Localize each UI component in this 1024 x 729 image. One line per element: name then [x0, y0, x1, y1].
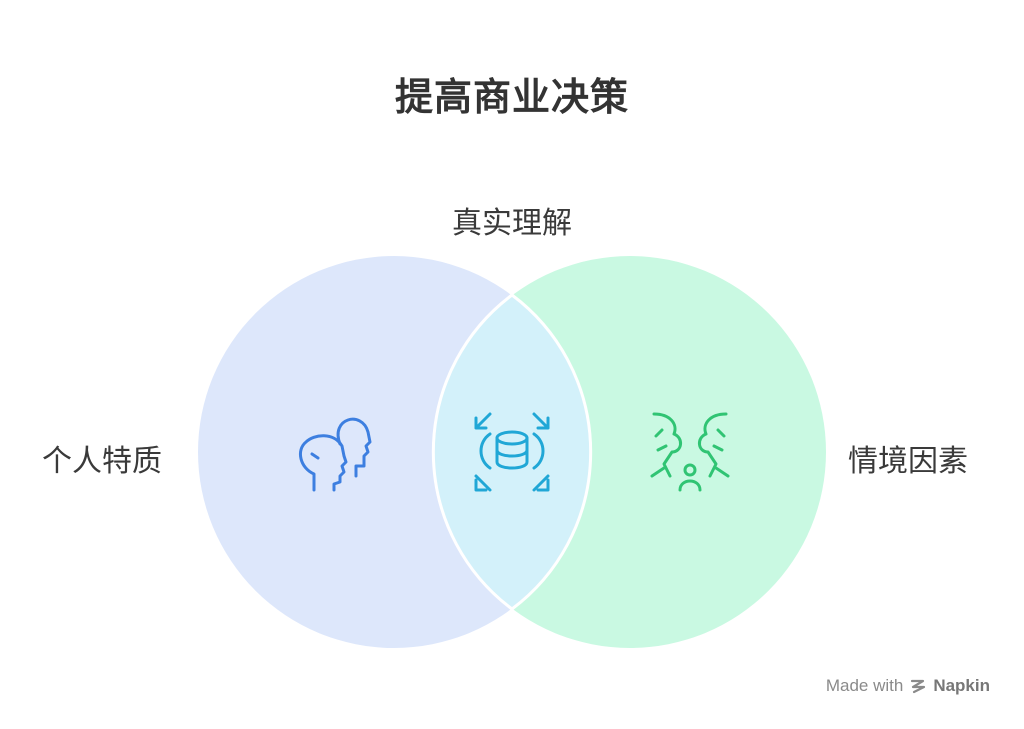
napkin-logo-icon [911, 679, 926, 694]
label-personal-traits: 个人特质 [42, 444, 162, 479]
label-situational-factors: 情境因素 [848, 444, 968, 479]
trees-person-icon [650, 412, 730, 492]
footer-prefix: Made with [825, 676, 904, 695]
overlap-outline-left [431, 293, 513, 611]
diagram-title: 提高商业决策 [394, 75, 629, 119]
heads-icon [298, 417, 372, 492]
label-real-understanding: 真实理解 [452, 206, 572, 241]
database-expand-icon [474, 412, 550, 492]
overlap-real-understanding [434, 256, 590, 648]
footer-brand: Napkin [933, 676, 990, 695]
overlap-outline-right [511, 293, 593, 611]
made-with-napkin-badge[interactable]: Made with Napkin [826, 676, 990, 696]
